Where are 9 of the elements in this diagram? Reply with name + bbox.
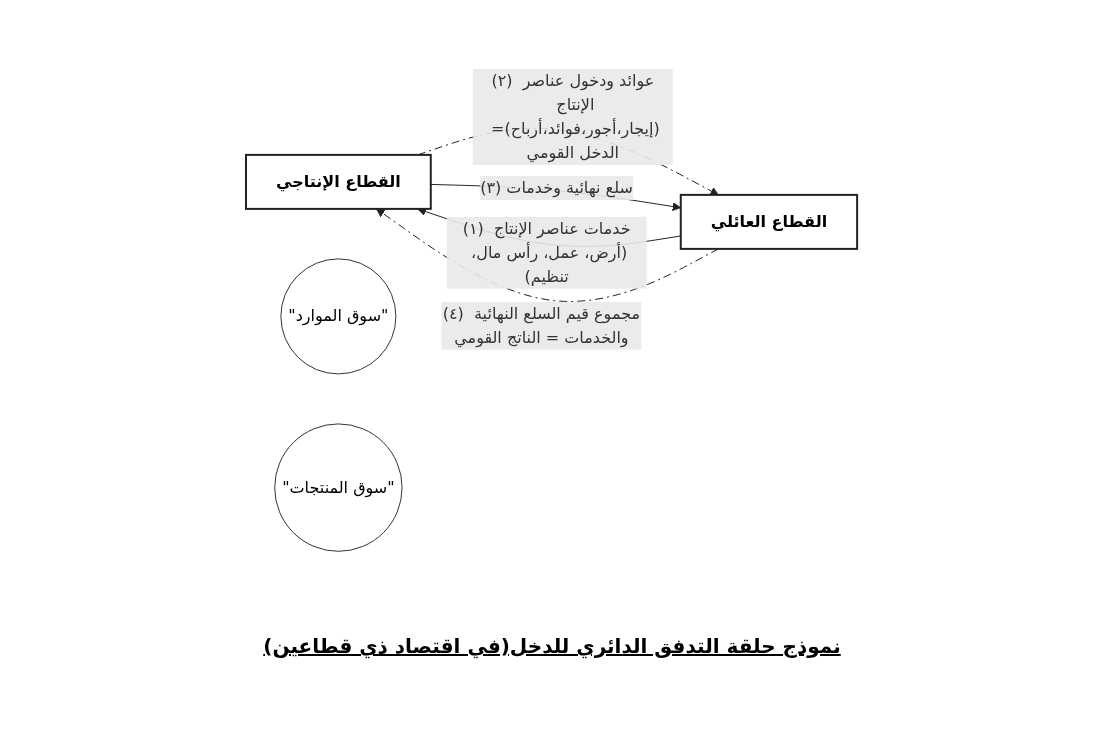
- caption: نموذج حلقة التدفق الدائري للدخل(في اقتصاد ذي قطاعين): [263, 634, 841, 658]
- node-circle: "سوق المنتجات": [274, 423, 403, 552]
- edge-label: (١) خدمات عناصر الإنتاج (أرض، عمل، رأس مال، تنظيم): [463, 218, 632, 286]
- node-circle: "سوق الموارد": [280, 258, 397, 375]
- node-box: القطاع الإنتاجي: [245, 153, 433, 210]
- edge-label: (٢) عوائد ودخول عناصر الإنتاج (إيجار،أجور،فوائد،أرباح)= الدخل القومي: [491, 70, 661, 162]
- edge-label: (٤) مجموع قيم السلع النهائية والخدمات = الناتج القومي: [443, 303, 641, 347]
- node-box: القطاع العائلي: [680, 193, 859, 250]
- edge-label: (٣) سلع نهائية وخدمات: [480, 177, 634, 197]
